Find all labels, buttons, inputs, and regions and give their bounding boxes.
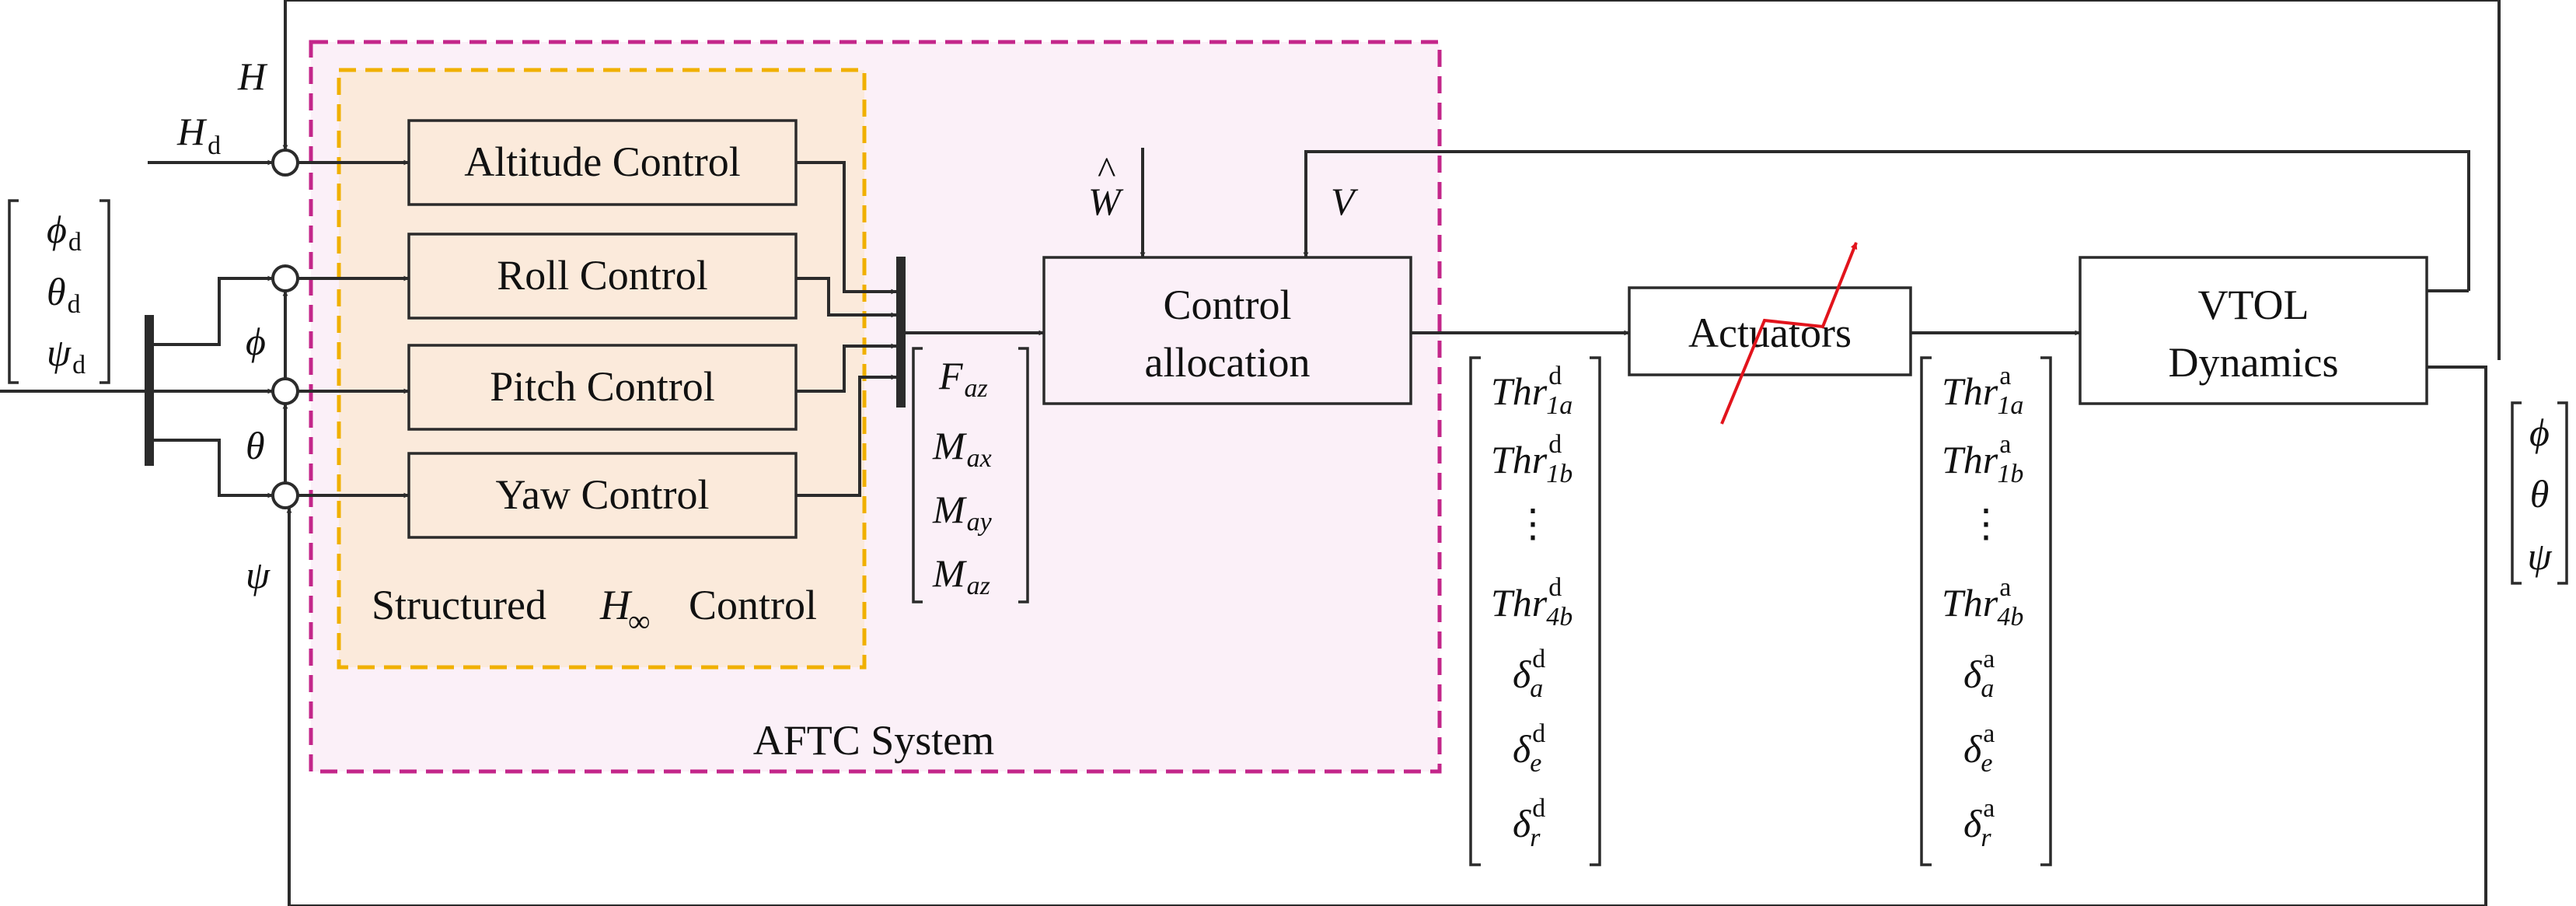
label-phi: ϕ [246,320,266,363]
svg-text:ϕ: ϕ [2529,411,2550,454]
yaw-control-block: Yaw Control [407,452,798,539]
force-moment-vector: Faz Max May Maz [912,347,1029,603]
structured-hinf-label: Structured H ∞ Control [372,582,817,641]
vtol-dynamics-block: VTOL Dynamics [2079,256,2428,405]
pitch-control-block: Pitch Control [407,344,798,431]
label-W-hat-accent: ^ [1098,149,1115,192]
svg-text:δde: δde [1513,719,1545,778]
label-H: H [237,54,268,98]
sum-junction-altitude [271,149,299,177]
svg-text:ψd: ψd [47,331,86,380]
altitude-control-block: Altitude Control [407,119,798,206]
svg-text:δar: δar [1963,794,1995,852]
desired-attitude-vector: ϕd θd ψd [8,199,110,384]
allocation-line2: allocation [1145,339,1311,386]
svg-text:δae: δae [1963,719,1995,778]
svg-text:⋮: ⋮ [1513,502,1552,545]
mux-bar [896,257,906,408]
svg-text:δda: δda [1513,645,1545,703]
altitude-control-label: Altitude Control [464,138,740,185]
svg-text:May: May [932,488,993,537]
svg-text:δaa: δaa [1963,645,1995,703]
svg-text:ψ: ψ [2527,534,2552,578]
svg-text:Faz: Faz [938,354,988,403]
svg-text:θ: θ [2530,472,2550,516]
fault-indicator-arrow [1720,242,1858,425]
control-allocation-block: Control allocation [1042,256,1412,405]
sum-junction-yaw [271,481,299,509]
svg-text:θd: θd [47,270,81,319]
allocation-line1: Control [1163,282,1291,328]
h-inf-sub: ∞ [628,603,651,638]
label-W-hat: W [1088,180,1124,223]
output-attitude-vector: ϕ θ ψ [2511,401,2568,585]
svg-text:⋮: ⋮ [1967,502,2005,545]
signal-lines [0,0,2501,906]
label-Hd: Hd [176,110,221,160]
svg-text:δdr: δdr [1513,794,1545,852]
svg-text:Max: Max [932,424,992,473]
actuators-block: Actuators [1628,286,1912,376]
pitch-control-label: Pitch Control [490,363,715,410]
structured-prefix: Structured [372,582,546,628]
actuators-label: Actuators [1688,310,1852,356]
label-psi: ψ [246,553,271,596]
svg-text:Maz: Maz [932,551,990,600]
structured-suffix: Control [689,582,817,628]
label-theta: θ [246,424,265,467]
dynamics-line2: Dynamics [2169,339,2339,386]
label-V: V [1331,180,1359,223]
dynamics-line1: VTOL [2198,282,2309,328]
sum-junction-pitch [271,377,299,405]
roll-control-block: Roll Control [407,233,798,320]
aftc-system-label: AFTC System [753,717,995,764]
svg-text:ϕd: ϕd [47,208,82,257]
demux-bar [145,315,154,466]
yaw-control-label: Yaw Control [495,471,709,518]
roll-control-label: Roll Control [497,252,708,299]
sum-junction-roll [271,264,299,292]
h-inf-symbol: H [599,582,633,628]
